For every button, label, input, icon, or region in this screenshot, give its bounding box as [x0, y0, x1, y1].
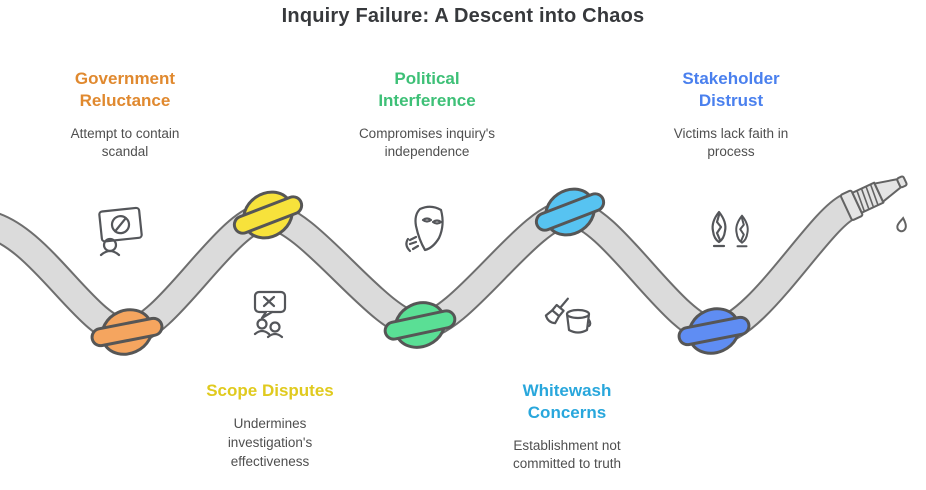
stage-heading: Scope Disputes [206, 381, 334, 400]
stage-description: Attempt to contain scandal [70, 125, 180, 160]
broken-candles-icon [711, 210, 749, 248]
nozzle-icon [839, 175, 908, 221]
mask-icon [405, 205, 444, 253]
stage-description: Establishment not committed to truth [512, 437, 622, 472]
knot-whitewash-concerns [534, 187, 606, 237]
stage-government-reluctance: Government Reluctance Attempt to contain… [30, 68, 220, 162]
stage-political-interference: Political Interference Compromises inqui… [332, 68, 522, 162]
knot-government-reluctance [90, 308, 164, 356]
stage-heading: Political Interference [378, 69, 476, 110]
stage-heading: Government Reluctance [74, 69, 176, 110]
page-title: Inquiry Failure: A Descent into Chaos [281, 5, 645, 27]
stage-description: Compromises inquiry's independence [358, 125, 496, 160]
stage-description: Victims lack faith in process [673, 125, 789, 160]
stage-heading: Whitewash Concerns [522, 381, 612, 422]
paintbrush-bucket-icon [544, 297, 592, 334]
stage-heading: Stakeholder Distrust [682, 69, 780, 110]
knot-scope-disputes [232, 190, 304, 240]
argument-group-icon [253, 290, 287, 339]
stage-whitewash-concerns: Whitewash Concerns Establishment not com… [472, 380, 662, 474]
stage-stakeholder-distrust: Stakeholder Distrust Victims lack faith … [636, 68, 826, 162]
stage-scope-disputes: Scope Disputes Undermines investigation'… [175, 380, 365, 471]
knot-political-interference [383, 301, 457, 349]
stage-description: Undermines investigation's effectiveness [227, 415, 313, 469]
prohibition-sign-icon [98, 206, 143, 257]
droplet-icon [896, 216, 907, 233]
knot-stakeholder-distrust [677, 307, 751, 355]
